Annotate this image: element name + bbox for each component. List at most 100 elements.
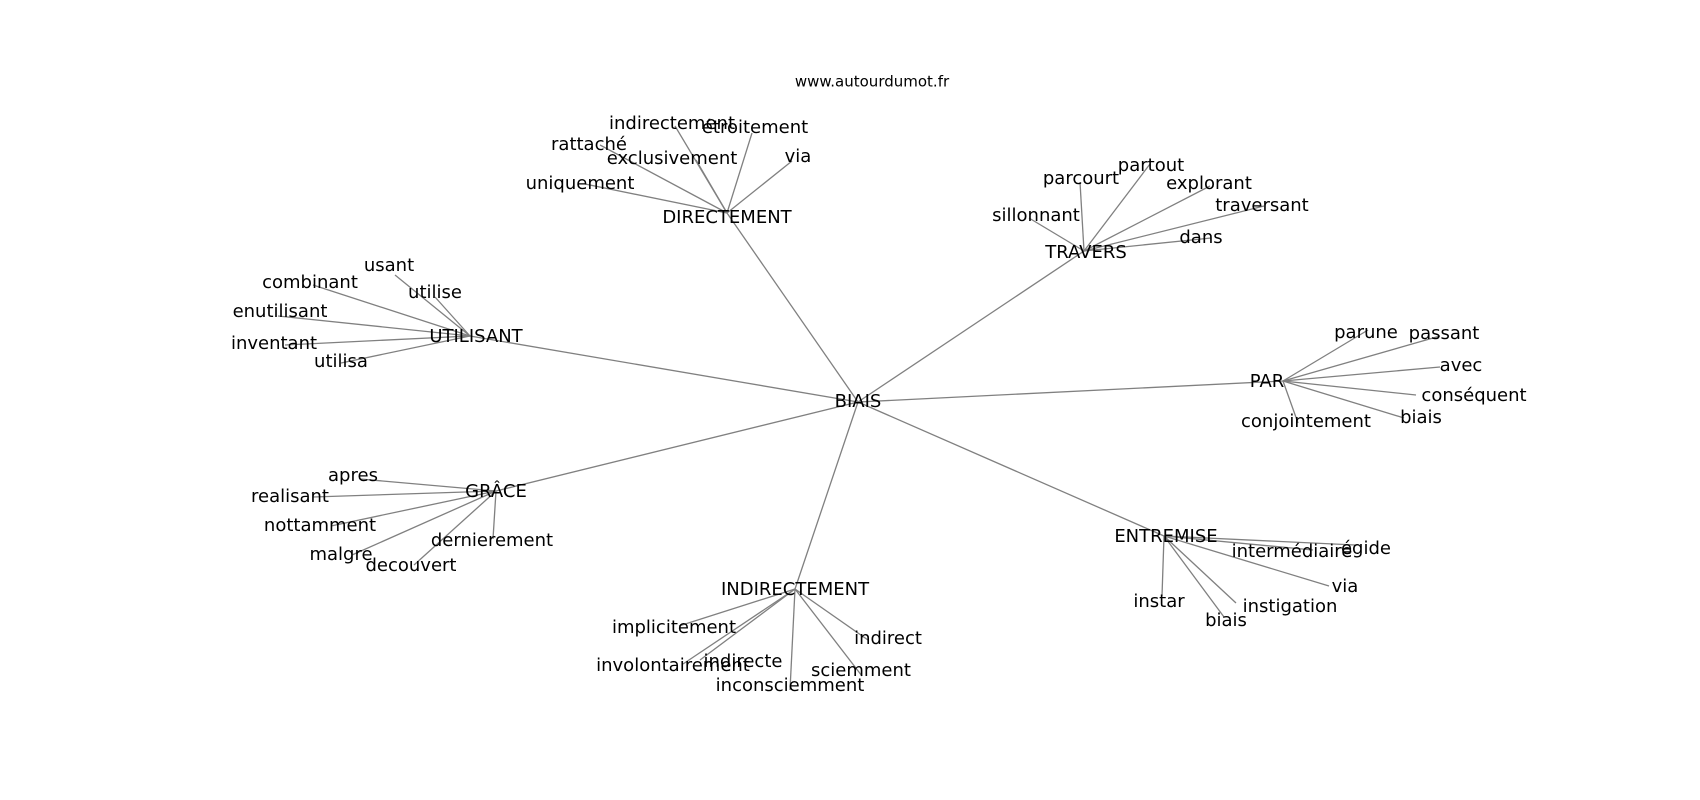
leaf-node-label: utilisa — [314, 351, 368, 372]
leaf-node-label: inventant — [231, 333, 317, 354]
hub-node-label: GRÂCE — [465, 480, 527, 502]
leaf-node-label: sciemment — [811, 660, 911, 681]
leaf-edge — [678, 588, 796, 627]
leaf-node-label: conséquent — [1421, 385, 1526, 406]
leaf-edge — [695, 159, 728, 214]
hub-node-label: TRAVERS — [1044, 242, 1127, 263]
leaf-edge — [599, 144, 728, 214]
leaf-edge — [1282, 380, 1417, 396]
leaf-edge — [1282, 380, 1405, 419]
leaf-edge — [1163, 535, 1237, 604]
leaf-node-label: nottamment — [264, 515, 376, 536]
leaf-edge — [351, 490, 497, 556]
leaf-node-label: combinant — [262, 272, 358, 293]
leaf-node-label: instigation — [1243, 596, 1338, 617]
site-url: www.autourdumot.fr — [795, 73, 950, 91]
leaf-node-label: indirect — [854, 628, 922, 649]
root-node-label: BIAIS — [835, 391, 882, 412]
leaf-node-label: sillonnant — [992, 205, 1080, 226]
leaf-edge — [1163, 535, 1330, 587]
leaf-edge — [1163, 535, 1314, 551]
leaf-node-label: partout — [1118, 155, 1184, 176]
leaf-edge — [312, 490, 497, 498]
root-edge — [469, 335, 859, 403]
root-edge — [794, 401, 859, 590]
leaf-edge — [794, 588, 863, 677]
leaf-node-label: biais — [1205, 610, 1247, 631]
leaf-edge — [394, 274, 471, 337]
leaf-edge — [1282, 380, 1299, 424]
root-edge — [857, 380, 1284, 403]
hub-node-label: ENTREMISE — [1114, 526, 1217, 547]
leaf-edge — [277, 315, 471, 337]
leaf-node-label: enutilisant — [233, 301, 328, 322]
leaf-edge — [794, 588, 869, 641]
leaf-edge — [789, 588, 796, 691]
leaf-edge — [434, 296, 471, 337]
leaf-edge — [340, 335, 471, 364]
hub-node-label: UTILISANT — [429, 326, 523, 347]
leaf-edge — [699, 588, 796, 661]
root-edge — [857, 401, 1165, 537]
leaf-node-label: explorant — [1166, 173, 1252, 194]
leaf-edge — [1163, 535, 1225, 618]
leaf-node-label: biais — [1400, 407, 1442, 428]
root-edge — [495, 401, 859, 492]
leaf-edge — [726, 132, 753, 214]
leaf-node-label: dans — [1179, 227, 1222, 248]
leaf-node-label: conjointement — [1241, 411, 1371, 432]
leaf-edge — [413, 490, 497, 566]
leaf-node-label: malgre — [309, 544, 372, 565]
leaf-node-label: traversant — [1215, 195, 1309, 216]
leaf-edge — [1079, 181, 1085, 252]
hub-node-label: DIRECTEMENT — [662, 207, 792, 228]
leaf-edge — [330, 490, 497, 527]
leaf-node-label: instar — [1133, 591, 1185, 612]
leaf-node-label: realisant — [251, 486, 329, 507]
leaf-node-label: uniquement — [526, 173, 635, 194]
leaf-edge — [492, 490, 497, 540]
leaf-node-label: usant — [364, 255, 414, 276]
leaf-edge — [682, 588, 796, 665]
leaf-node-label: indirectement — [609, 113, 735, 134]
root-edge — [726, 212, 859, 403]
leaf-node-label: avec — [1440, 355, 1483, 376]
hub-node-label: INDIRECTEMENT — [721, 579, 870, 600]
leaf-edge — [584, 183, 728, 214]
leaf-node-label: étroitement — [702, 117, 808, 138]
leaf-node-label: rattaché — [551, 134, 627, 155]
leaf-edge — [1028, 217, 1085, 252]
leaf-edge — [1163, 535, 1356, 546]
leaf-node-label: apres — [328, 465, 378, 486]
leaf-node-label: indirecte — [704, 651, 783, 672]
leaf-edge — [359, 478, 497, 492]
leaf-edge — [1161, 535, 1165, 597]
leaf-node-label: égide — [1341, 538, 1391, 559]
leaf-node-label: intermédiaire — [1232, 541, 1353, 562]
root-edge — [857, 250, 1085, 403]
leaf-edge — [1282, 335, 1441, 382]
leaf-node-label: dernierement — [431, 530, 553, 551]
graph-labels: BIAIS DIRECTEMENT indirectementétroitement… — [231, 113, 1527, 696]
leaf-edge — [726, 160, 793, 214]
leaf-node-label: passant — [1409, 323, 1480, 344]
leaf-edge — [1083, 205, 1265, 252]
leaf-node-label: parune — [1334, 322, 1398, 343]
leaf-edge — [1282, 329, 1369, 382]
leaf-edge — [1083, 237, 1212, 252]
leaf-node-label: via — [785, 146, 812, 167]
leaf-node-label: parcourt — [1043, 168, 1119, 189]
leaf-node-label: exclusivement — [607, 148, 738, 169]
leaf-node-label: involontairement — [596, 655, 750, 676]
leaf-node-label: utilise — [408, 282, 462, 303]
leaf-node-label: inconsciemment — [716, 675, 865, 696]
leaf-node-label: via — [1332, 576, 1359, 597]
hub-node-label: PAR — [1250, 371, 1285, 392]
leaf-edge — [1083, 185, 1211, 252]
leaf-edge — [284, 335, 471, 346]
leaf-edge — [312, 284, 471, 337]
graph-edges — [277, 125, 1441, 691]
leaf-edge — [1282, 366, 1441, 382]
leaf-edge — [1083, 163, 1151, 252]
